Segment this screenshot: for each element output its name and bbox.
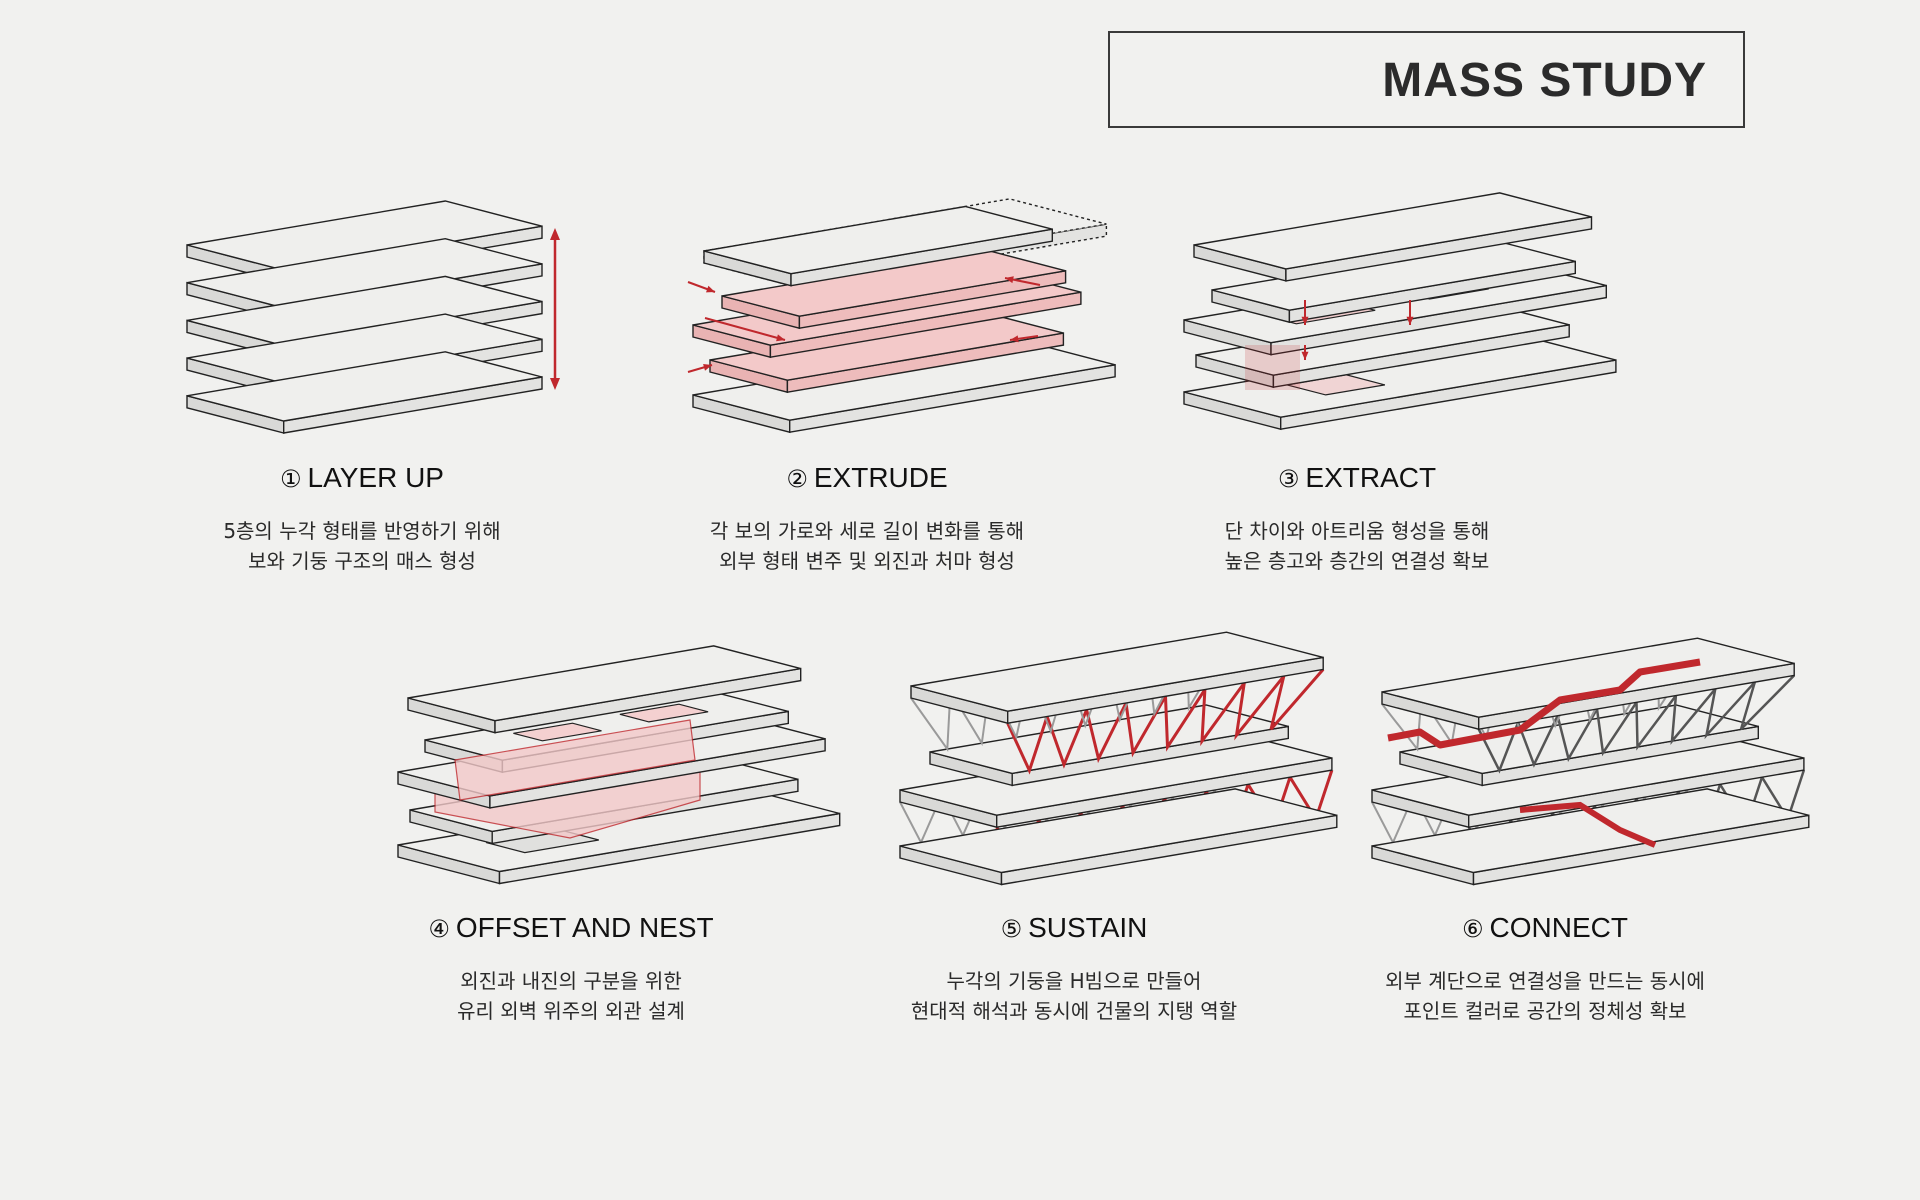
- column: [1164, 688, 1207, 752]
- title-box: MASS STUDY: [1108, 31, 1745, 128]
- column: [1006, 716, 1049, 775]
- desc-line: 외부 형태 변주 및 외진과 처마 형성: [719, 549, 1015, 573]
- arrow-head-icon: [1301, 351, 1309, 360]
- desc-line: 높은 층고와 층간의 연결성 확보: [1224, 549, 1490, 573]
- slab-top: [186, 313, 543, 385]
- slab-top: [186, 237, 543, 309]
- diagram-extract: [1183, 192, 1617, 431]
- desc-line: 단 차이와 아트리움 형성을 통해: [1224, 519, 1490, 543]
- slab-top: [1193, 192, 1592, 270]
- external-stair: [1519, 801, 1657, 848]
- arrow-head-icon: [706, 285, 715, 293]
- column: [1739, 674, 1796, 731]
- extrude-arrow-icon: [704, 317, 786, 341]
- desc-line: 유리 외벽 위주의 외관 설계: [457, 999, 685, 1023]
- step-number: ③: [1277, 465, 1300, 493]
- diagram-extrude: [687, 198, 1116, 434]
- arrow-head-icon: [776, 334, 785, 342]
- external-stair: [1387, 658, 1701, 749]
- slab-top: [407, 645, 801, 722]
- step-number: ⑤: [1000, 915, 1023, 943]
- slab-top: [899, 788, 1337, 874]
- column: [1234, 675, 1285, 741]
- step-number: ②: [786, 465, 808, 493]
- desc-line: 5층의 누각 형태를 반영하기 위해: [223, 519, 501, 543]
- diagram-offset-and-nest: [397, 645, 841, 885]
- atrium-volume: [1245, 345, 1300, 390]
- atrium-opening: [619, 703, 709, 723]
- column: [1200, 682, 1246, 747]
- step-title-text: EXTRACT: [1305, 462, 1437, 493]
- diagram-connect: [1371, 637, 1810, 886]
- slab-top: [186, 351, 543, 422]
- column: [1269, 668, 1325, 731]
- diagram-layer-up: [186, 200, 560, 434]
- page-title: MASS STUDY: [1382, 54, 1707, 107]
- step-title-text: SUSTAIN: [1028, 912, 1148, 943]
- column: [1704, 681, 1756, 740]
- arrow-head-icon: [1301, 316, 1309, 325]
- arrow-head-icon: [1005, 276, 1014, 284]
- column: [1595, 701, 1638, 757]
- column: [1477, 722, 1520, 774]
- column: [1045, 709, 1088, 769]
- column: [1635, 694, 1677, 751]
- desc-line: 보와 기둥 구조의 매스 형성: [248, 549, 476, 573]
- desc-line: 현대적 해석과 동시에 건물의 지탱 역할: [910, 999, 1238, 1023]
- arrow-head-icon: [550, 228, 560, 240]
- slab-top: [910, 631, 1324, 712]
- column: [1556, 708, 1599, 762]
- step-number: ①: [280, 465, 302, 493]
- column: [910, 691, 952, 753]
- column: [1085, 702, 1128, 764]
- step-title-text: OFFSET AND NEST: [455, 912, 714, 943]
- arrow-head-icon: [550, 378, 560, 390]
- desc-line: 외진과 내진의 구분을 위한: [460, 969, 682, 993]
- desc-line: 누각의 기둥을 H빔으로 만들어: [946, 969, 1202, 993]
- arrow-head-icon: [703, 364, 712, 371]
- desc-line: 각 보의 가로와 세로 길이 변화를 통해: [709, 519, 1025, 543]
- desc-line: 포인트 컬러로 공간의 정체성 확보: [1403, 999, 1687, 1023]
- step-number: ④: [428, 915, 450, 943]
- step-number: ⑥: [1462, 915, 1484, 943]
- step-title-text: CONNECT: [1489, 912, 1628, 943]
- step-title-text: LAYER UP: [307, 462, 444, 493]
- arrow-head-icon: [1010, 335, 1019, 343]
- column: [1516, 715, 1559, 768]
- slab-top: [186, 275, 543, 347]
- desc-line: 외부 계단으로 연결성을 만드는 동시에: [1385, 969, 1705, 993]
- slab-top: [1371, 788, 1809, 874]
- arrow-head-icon: [1406, 316, 1414, 325]
- column: [1670, 688, 1717, 745]
- step-title-text: EXTRUDE: [813, 462, 948, 493]
- atrium-opening: [513, 722, 602, 742]
- slab-top: [186, 200, 543, 271]
- slab-top: [1381, 637, 1795, 718]
- slab-top: [703, 205, 1053, 275]
- diagram-sustain: [899, 631, 1338, 886]
- glass-wall: [454, 719, 696, 801]
